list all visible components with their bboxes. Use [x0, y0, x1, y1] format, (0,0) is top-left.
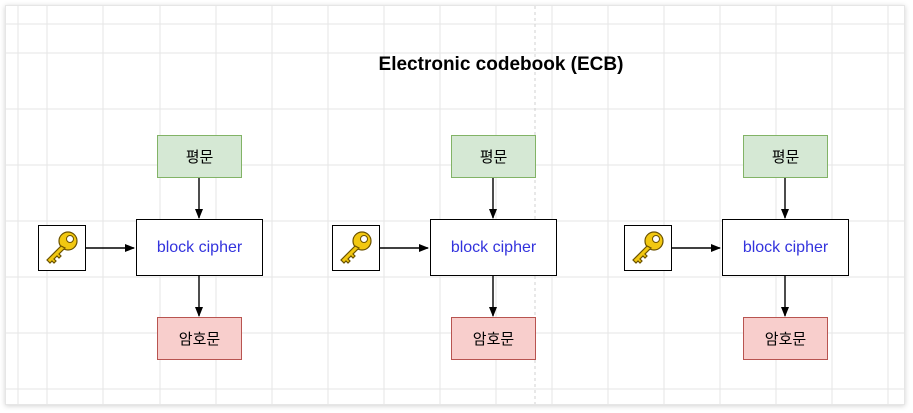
ciphertext-box-3[interactable]: 암호문 [743, 317, 828, 360]
plaintext-box-3[interactable]: 평문 [743, 135, 828, 178]
key-box-2[interactable] [332, 225, 380, 271]
key-icon [340, 231, 372, 264]
block-cipher-box-1[interactable]: block cipher [136, 219, 263, 276]
key-icon [46, 231, 78, 264]
key-box-3[interactable] [624, 225, 672, 271]
connector-layer [86, 178, 789, 317]
block-cipher-box-2[interactable]: block cipher [430, 219, 557, 276]
block-cipher-box-3[interactable]: block cipher [722, 219, 849, 276]
key-icon [632, 231, 664, 264]
plaintext-box-2[interactable]: 평문 [451, 135, 536, 178]
plaintext-box-1[interactable]: 평문 [157, 135, 242, 178]
ciphertext-box-2[interactable]: 암호문 [451, 317, 536, 360]
diagram-frame: Electronic codebook (ECB) 평문 block ciphe… [5, 5, 905, 405]
ciphertext-box-1[interactable]: 암호문 [157, 317, 242, 360]
diagram-title: Electronic codebook (ECB) [378, 54, 624, 75]
key-box-1[interactable] [38, 225, 86, 271]
